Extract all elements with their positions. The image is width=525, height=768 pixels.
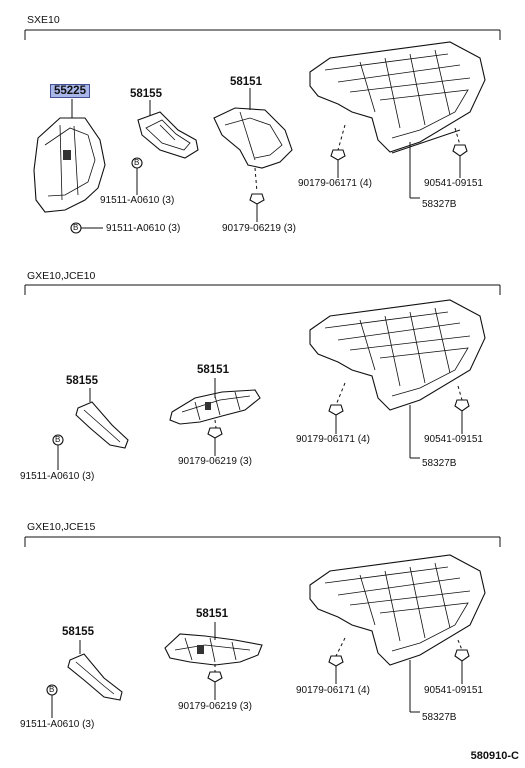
part-label-55225[interactable]: 55225 [50, 84, 90, 98]
part-label-58327B[interactable]: 58327B [422, 712, 457, 723]
part-label-58155[interactable]: 58155 [130, 88, 162, 100]
part-55225-bracket [33, 99, 106, 213]
section-frame-2 [24, 284, 501, 295]
bolt-mark: B [73, 223, 79, 232]
part-label-90179-06219[interactable]: 90179-06219 (3) [178, 456, 252, 467]
part-label-91511-A0610[interactable]: 91511-A0610 (3) [100, 195, 175, 206]
part-label-58151[interactable]: 58151 [197, 364, 229, 376]
part-58327B-cover-3 [309, 554, 486, 713]
part-label-90541-09151[interactable]: 90541-09151 [424, 178, 483, 189]
part-58327B-cover-2 [309, 299, 486, 459]
fasteners-section-2 [52, 399, 470, 470]
bolt-mark: B [134, 158, 140, 167]
fasteners-section-3 [46, 649, 470, 718]
part-label-90179-06171[interactable]: 90179-06171 (4) [298, 178, 372, 189]
part-58151-bracket-3 [164, 622, 263, 672]
section-frame-3 [24, 536, 501, 547]
part-58155-gasket [137, 100, 199, 159]
part-label-58151[interactable]: 58151 [230, 76, 262, 88]
part-58151-bracket [213, 88, 293, 193]
part-58155-gasket-3 [67, 640, 123, 701]
part-58155-gasket-2 [75, 388, 129, 449]
part-label-90179-06171[interactable]: 90179-06171 (4) [296, 685, 370, 696]
part-label-58155[interactable]: 58155 [66, 375, 98, 387]
part-label-90179-06219[interactable]: 90179-06219 (3) [222, 223, 296, 234]
section-frame-1 [24, 29, 501, 40]
section-title: GXE10,JCE10 [27, 270, 96, 282]
part-label-58327B[interactable]: 58327B [422, 199, 457, 210]
part-label-58151[interactable]: 58151 [196, 608, 228, 620]
part-label-91511-A0610[interactable]: 91511-A0610 (3) [20, 719, 95, 730]
part-label-90541-09151[interactable]: 90541-09151 [424, 685, 483, 696]
fasteners-section-1 [70, 144, 468, 234]
part-label-91511-A0610[interactable]: 91511-A0610 (3) [106, 223, 181, 234]
bolt-mark: B [49, 685, 55, 694]
part-label-90179-06171[interactable]: 90179-06171 (4) [296, 434, 370, 445]
section-title: GXE10,JCE15 [27, 521, 96, 533]
diagram-code: 580910-C [470, 750, 519, 762]
bolt-mark: B [55, 435, 61, 444]
part-label-58155[interactable]: 58155 [62, 626, 94, 638]
part-label-90179-06219[interactable]: 90179-06219 (3) [178, 701, 252, 712]
part-label-58327B[interactable]: 58327B [422, 458, 457, 469]
part-label-91511-A0610[interactable]: 91511-A0610 (3) [20, 471, 95, 482]
section-title: SXE10 [27, 14, 60, 26]
part-58327B-cover [309, 41, 486, 199]
part-label-90541-09151[interactable]: 90541-09151 [424, 434, 483, 445]
part-58151-bracket-2 [169, 378, 261, 429]
